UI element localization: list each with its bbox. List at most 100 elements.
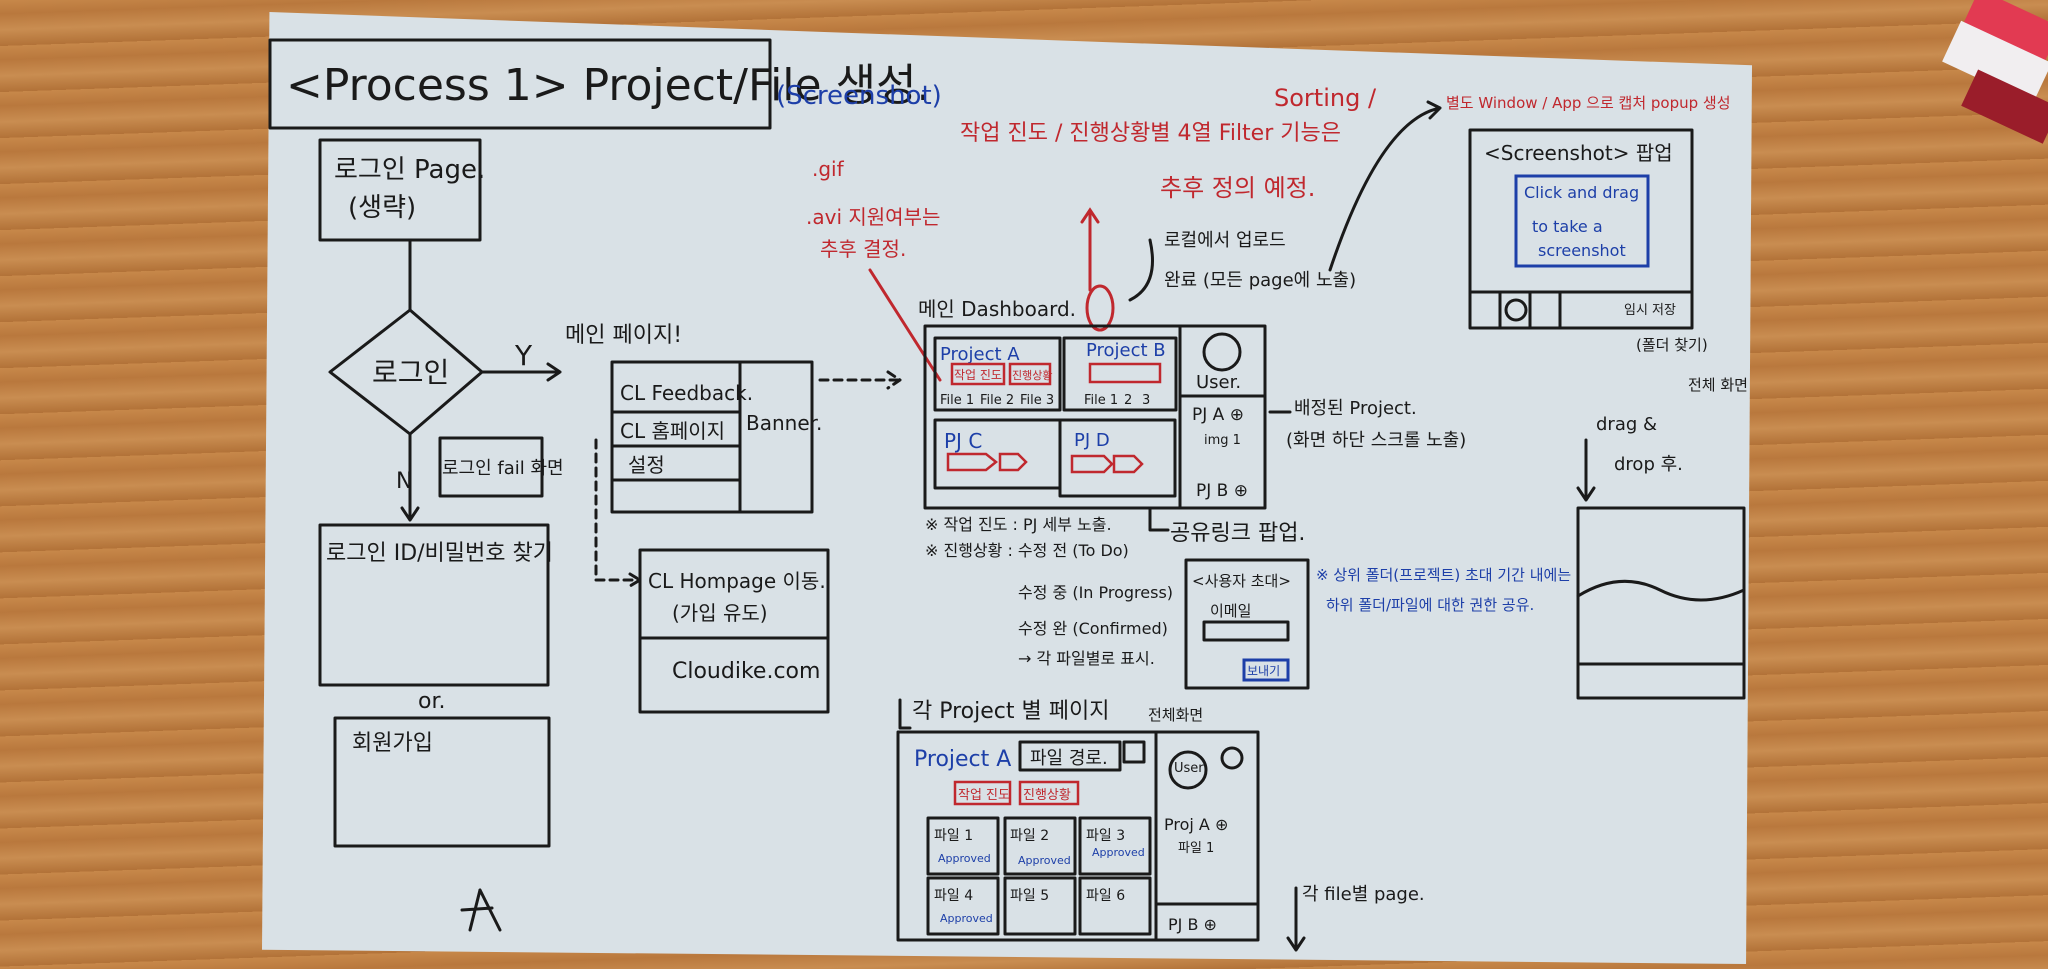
screenshot-folder: (폴더 찾기) (1636, 336, 1708, 354)
main-item-settings: 설정 (628, 453, 665, 477)
project-page-pointer (898, 698, 912, 730)
main-page-box (610, 360, 814, 514)
file-2: File 2 (980, 393, 1014, 408)
screenshot-popup-box (1468, 128, 1694, 330)
path-box (1018, 740, 1122, 772)
project-a-title: Project A (940, 344, 1020, 365)
screenshot-tag: (Screenshot) (776, 81, 942, 111)
capture-click: Click and drag (1524, 183, 1639, 202)
file-name-3: 파일 3 (1086, 828, 1125, 844)
share-popup-box (1184, 558, 1310, 690)
share-header: <사용자 초대> (1192, 572, 1291, 590)
screenshot-full: 전체 화면 (1688, 376, 1748, 394)
project-page-title: Project A (914, 747, 1011, 772)
note-assigned: 배정된 Project. (1294, 398, 1417, 419)
approved-3: Approved (1092, 846, 1145, 859)
upload-brace (1128, 238, 1154, 302)
project-c-title: PJ C (944, 429, 982, 453)
share-note-2: 하위 폴더/파일에 대한 권한 공유. (1326, 596, 1534, 614)
file-card-6[interactable] (1078, 876, 1152, 936)
no-label: N (396, 469, 412, 494)
to-dashboard-arrow (818, 370, 902, 390)
fullscreen-icon[interactable] (1122, 740, 1146, 764)
project-d-card (1058, 418, 1177, 498)
login-page-box (318, 138, 482, 242)
screenshot-toolbar-lines (1468, 290, 1694, 330)
banner-label: Banner. (746, 411, 822, 435)
project-proj-a: Proj A ⊕ (1164, 815, 1228, 834)
main-item-feedback: CL Feedback. (620, 381, 753, 405)
drop-preview-box (1576, 506, 1746, 700)
project-page-divider (1154, 730, 1260, 942)
signup-label: 회원가입 (352, 731, 433, 756)
tag-status-text: 진행상황 (1023, 787, 1071, 803)
note-status-4: → 각 파일별로 표시. (1018, 649, 1155, 668)
yes-label: Y (514, 339, 533, 372)
share-note-1: ※ 상위 폴더(프로젝트) 초대 기간 내에는 (1316, 566, 1571, 584)
homepage-box (638, 548, 830, 714)
file-card-4[interactable] (926, 876, 1000, 936)
dashboard-label: 메인 Dashboard. (918, 297, 1076, 321)
no-arrow (400, 432, 420, 522)
dashboard-box (923, 324, 1267, 510)
file-name-6: 파일 6 (1086, 888, 1125, 904)
main-page-grid (610, 360, 742, 514)
project-pj-b: PJ B ⊕ (1168, 915, 1217, 934)
file-b1: File 1 (1084, 393, 1118, 408)
homepage-sub: (가입 유도) (672, 601, 768, 625)
person-doodle (460, 888, 502, 932)
tag-progress (953, 780, 1012, 806)
homepage-url: Cloudike.com (672, 659, 820, 684)
to-screenshot-arrow (1328, 100, 1442, 272)
file-card-1[interactable] (926, 816, 1000, 876)
file-b2: 2 (1124, 393, 1132, 408)
file-card-3[interactable] (1078, 816, 1152, 876)
decision-label: 로그인 (372, 356, 449, 389)
project-page-path: 파일 경로. (1030, 748, 1108, 769)
file-name-5: 파일 5 (1010, 888, 1049, 904)
red-arrow-tags-d (1070, 454, 1144, 474)
note-gif: .gif (812, 157, 845, 181)
note-filter-2: 추후 정의 예정. (1160, 174, 1315, 202)
file-1: File 1 (940, 393, 974, 408)
capture-area[interactable] (1514, 174, 1650, 268)
capture-take: to take a (1532, 217, 1603, 236)
file-b3: 3 (1142, 393, 1150, 408)
record-icon[interactable] (1504, 298, 1528, 322)
title-box: <Process 1> Project/File 생성. (Screenshot… (268, 38, 942, 130)
approved-1: Approved (938, 852, 991, 865)
project-a-card (933, 336, 1062, 412)
find-id-box (318, 523, 550, 687)
file-name-2: 파일 2 (1010, 828, 1049, 844)
user-avatar-icon (1202, 332, 1242, 372)
tag-progress-text: 작업 진도 (958, 788, 1010, 803)
note-later: 추후 결정. (820, 237, 906, 261)
dashboard-sidebar-line (1178, 324, 1267, 510)
share-email-field[interactable] (1202, 620, 1290, 642)
share-label: 공유링크 팝업. (1170, 521, 1305, 546)
main-item-homepage: CL 홈페이지 (620, 419, 725, 443)
note-status-2: 수정 중 (In Progress) (1018, 583, 1173, 602)
red-arrow-tags-c (946, 452, 1028, 472)
note-progress: ※ 작업 진도 : PJ 세부 노출. (925, 515, 1112, 534)
per-file-label: 각 file별 page. (1302, 884, 1425, 905)
drop-arrow (1576, 438, 1596, 502)
note-sorting: Sorting / (1274, 84, 1377, 112)
capture-shot: screenshot (1538, 241, 1626, 260)
file-card-2[interactable] (1003, 816, 1077, 876)
dashboard-user: User. (1196, 372, 1241, 393)
share-send-button[interactable] (1242, 658, 1290, 682)
project-user-avatar-icon (1168, 750, 1208, 790)
homepage-title: CL Hompage 이동. (648, 569, 826, 593)
project-user-label: User (1174, 761, 1204, 776)
file-card-5[interactable] (1003, 876, 1077, 936)
globe-icon[interactable] (1220, 746, 1244, 770)
tag-status (1018, 780, 1080, 806)
red-tag-progress-text: 작업 진도 (954, 368, 1002, 382)
find-id-label: 로그인 ID/비밀번호 찾기 (326, 541, 553, 566)
project-b-title: Project B (1086, 340, 1166, 361)
dashboard-pj-a-sub: img 1 (1204, 433, 1241, 448)
screenshot-save: 임시 저장 (1624, 303, 1676, 318)
approved-2: Approved (1018, 854, 1071, 867)
share-email-label: 이메일 (1210, 602, 1251, 620)
